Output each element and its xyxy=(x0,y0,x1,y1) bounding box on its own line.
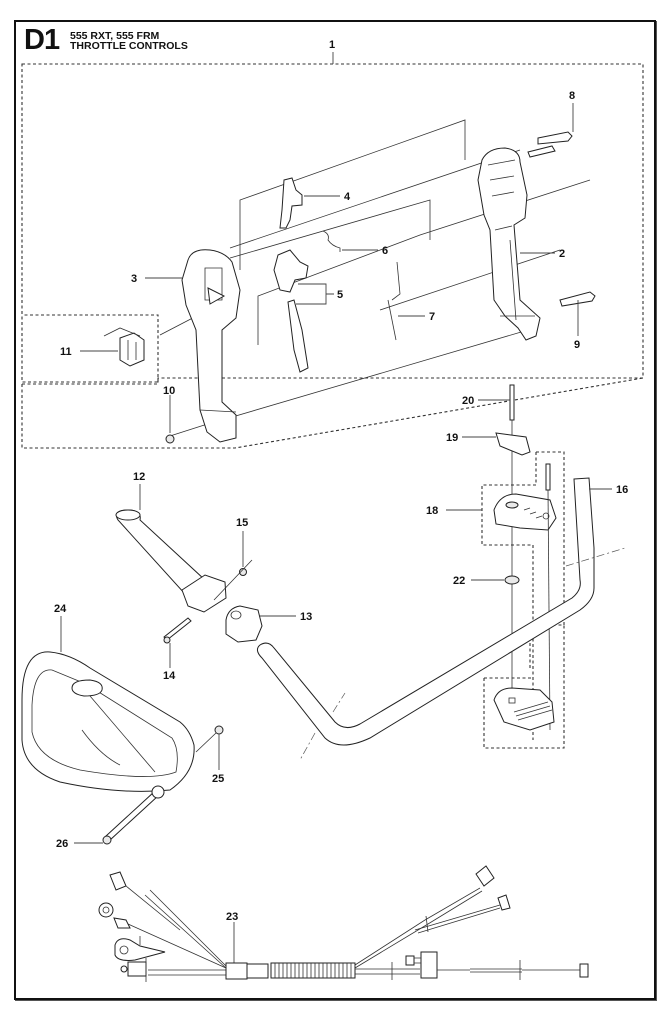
part-19-clamp-plate xyxy=(462,432,531,456)
callout-6: 6 xyxy=(382,245,388,257)
callout-2: 2 xyxy=(559,248,565,260)
callout-26: 26 xyxy=(56,838,68,850)
callout-10: 10 xyxy=(163,385,175,397)
callout-16: 16 xyxy=(616,484,628,496)
part-3-handle-half xyxy=(181,249,241,443)
callout-19: 19 xyxy=(446,432,458,444)
callout-1: 1 xyxy=(329,39,335,51)
assembly-1-lower-boundary xyxy=(22,314,159,385)
part-25-nut xyxy=(195,725,224,770)
part-2-handle-half xyxy=(477,147,541,341)
part-6-spring xyxy=(322,230,378,252)
callout-18: 18 xyxy=(426,505,438,517)
part-26-screw xyxy=(74,785,165,845)
part-16-handlebar xyxy=(256,477,626,761)
callout-24: 24 xyxy=(54,603,67,615)
part-10-nut xyxy=(165,395,175,444)
callout-11: 11 xyxy=(60,346,72,358)
part-18-clamp-group xyxy=(446,451,565,749)
page-code: D1 xyxy=(24,24,60,56)
part-14-screw xyxy=(163,617,192,668)
part-9-screw xyxy=(559,291,596,336)
part-lower-clamp xyxy=(493,687,555,731)
callout-7: 7 xyxy=(429,311,435,323)
part-8-screws xyxy=(527,103,574,158)
callout-13: 13 xyxy=(300,611,312,623)
section-title: THROTTLE CONTROLS xyxy=(70,40,188,52)
callout-9: 9 xyxy=(574,339,580,351)
callout-25: 25 xyxy=(212,773,224,785)
part-5-trigger xyxy=(273,249,334,373)
callout-15: 15 xyxy=(236,517,248,529)
callout-labels: 1 2 3 4 5 6 7 8 9 10 11 12 13 14 15 16 1… xyxy=(54,39,628,923)
part-11-stop-switch xyxy=(80,327,145,367)
callout-22: 22 xyxy=(453,575,465,587)
callout-12: 12 xyxy=(133,471,145,483)
part-24-loop-handle xyxy=(21,616,195,792)
assembly-1-bottom-boundary xyxy=(21,377,644,449)
part-13-clamp xyxy=(225,605,296,643)
part-23-wiring-harness xyxy=(98,865,589,982)
callout-8: 8 xyxy=(569,90,575,102)
part-20-screw xyxy=(478,384,515,700)
part-12-grip xyxy=(115,484,227,613)
part-4-lockout xyxy=(279,177,340,229)
callout-23: 23 xyxy=(226,911,238,923)
assembly-1-boundary xyxy=(21,63,644,383)
model-list: 555 RXT, 555 FRM xyxy=(70,30,160,42)
callout-20: 20 xyxy=(462,395,474,407)
part-7-spring xyxy=(387,261,425,341)
callout-14: 14 xyxy=(163,670,176,682)
callout-4: 4 xyxy=(344,191,351,203)
part-22-washer xyxy=(471,575,520,585)
part-15-nut xyxy=(213,531,253,601)
callout-5: 5 xyxy=(337,289,343,301)
callout-3: 3 xyxy=(131,273,137,285)
